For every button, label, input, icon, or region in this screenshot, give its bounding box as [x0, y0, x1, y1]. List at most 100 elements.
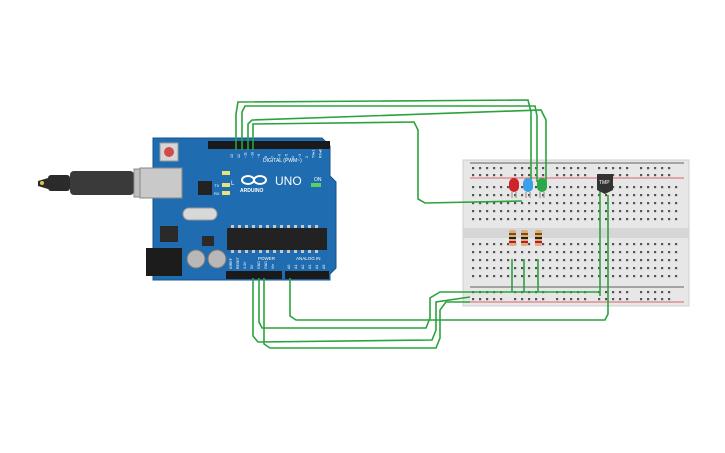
breadboard-hole[interactable] [591, 243, 594, 246]
breadboard-hole[interactable] [563, 194, 566, 197]
breadboard-hole[interactable] [584, 210, 587, 213]
wire-gnd-to-rail[interactable] [252, 278, 471, 343]
breadboard-hole[interactable] [654, 167, 657, 170]
breadboard-hole[interactable] [535, 259, 538, 262]
breadboard-hole[interactable] [612, 194, 615, 197]
breadboard-hole[interactable] [570, 210, 573, 213]
breadboard-hole[interactable] [507, 275, 510, 278]
breadboard-hole[interactable] [598, 218, 601, 221]
breadboard-hole[interactable] [612, 218, 615, 221]
breadboard-hole[interactable] [507, 218, 510, 221]
breadboard-hole[interactable] [654, 275, 657, 278]
breadboard-hole[interactable] [675, 243, 678, 246]
breadboard-hole[interactable] [626, 298, 629, 301]
breadboard-hole[interactable] [619, 251, 622, 254]
breadboard-hole[interactable] [647, 218, 650, 221]
breadboard-hole[interactable] [619, 298, 622, 301]
breadboard-hole[interactable] [577, 267, 580, 270]
breadboard-hole[interactable] [528, 243, 531, 246]
breadboard-hole[interactable] [514, 275, 517, 278]
breadboard-hole[interactable] [640, 259, 643, 262]
breadboard-hole[interactable] [577, 275, 580, 278]
breadboard-hole[interactable] [486, 186, 489, 189]
breadboard-hole[interactable] [591, 251, 594, 254]
breadboard-hole[interactable] [472, 174, 475, 177]
breadboard-hole[interactable] [668, 202, 671, 205]
breadboard-hole[interactable] [584, 298, 587, 301]
breadboard-hole[interactable] [619, 267, 622, 270]
breadboard-hole[interactable] [612, 243, 615, 246]
breadboard-hole[interactable] [507, 186, 510, 189]
breadboard-hole[interactable] [584, 251, 587, 254]
breadboard-hole[interactable] [661, 194, 664, 197]
breadboard-hole[interactable] [605, 298, 608, 301]
breadboard-hole[interactable] [556, 202, 559, 205]
breadboard-hole[interactable] [633, 210, 636, 213]
breadboard-hole[interactable] [493, 298, 496, 301]
breadboard-hole[interactable] [570, 218, 573, 221]
breadboard-hole[interactable] [591, 259, 594, 262]
breadboard-hole[interactable] [584, 275, 587, 278]
breadboard-hole[interactable] [563, 275, 566, 278]
breadboard-hole[interactable] [521, 275, 524, 278]
breadboard-hole[interactable] [612, 275, 615, 278]
breadboard-hole[interactable] [556, 275, 559, 278]
breadboard-hole[interactable] [500, 186, 503, 189]
breadboard-hole[interactable] [661, 291, 664, 294]
breadboard-hole[interactable] [584, 174, 587, 177]
breadboard-hole[interactable] [640, 194, 643, 197]
breadboard-hole[interactable] [563, 186, 566, 189]
breadboard-hole[interactable] [563, 218, 566, 221]
breadboard-hole[interactable] [605, 259, 608, 262]
breadboard-hole[interactable] [500, 267, 503, 270]
breadboard-hole[interactable] [675, 251, 678, 254]
breadboard-hole[interactable] [563, 202, 566, 205]
breadboard-hole[interactable] [479, 251, 482, 254]
breadboard-hole[interactable] [626, 167, 629, 170]
breadboard-hole[interactable] [542, 210, 545, 213]
breadboard-hole[interactable] [563, 259, 566, 262]
resistor-3[interactable] [535, 230, 542, 246]
breadboard-hole[interactable] [605, 291, 608, 294]
breadboard-hole[interactable] [535, 210, 538, 213]
breadboard-hole[interactable] [549, 186, 552, 189]
breadboard-hole[interactable] [521, 194, 524, 197]
breadboard-hole[interactable] [640, 167, 643, 170]
breadboard-hole[interactable] [654, 291, 657, 294]
breadboard-hole[interactable] [521, 174, 524, 177]
breadboard-hole[interactable] [507, 202, 510, 205]
breadboard-hole[interactable] [542, 267, 545, 270]
breadboard-hole[interactable] [577, 174, 580, 177]
breadboard-hole[interactable] [675, 194, 678, 197]
breadboard-hole[interactable] [640, 218, 643, 221]
breadboard-hole[interactable] [633, 251, 636, 254]
breadboard-hole[interactable] [521, 259, 524, 262]
breadboard-hole[interactable] [549, 259, 552, 262]
breadboard-hole[interactable] [556, 251, 559, 254]
breadboard-hole[interactable] [668, 210, 671, 213]
breadboard-hole[interactable] [500, 243, 503, 246]
breadboard-hole[interactable] [661, 251, 664, 254]
breadboard-hole[interactable] [577, 298, 580, 301]
breadboard-hole[interactable] [493, 251, 496, 254]
breadboard-hole[interactable] [640, 243, 643, 246]
breadboard-hole[interactable] [661, 267, 664, 270]
breadboard-hole[interactable] [668, 298, 671, 301]
breadboard-hole[interactable] [598, 167, 601, 170]
breadboard-hole[interactable] [598, 243, 601, 246]
breadboard-hole[interactable] [633, 194, 636, 197]
breadboard-hole[interactable] [493, 202, 496, 205]
breadboard-hole[interactable] [570, 202, 573, 205]
led-red[interactable] [509, 178, 519, 198]
breadboard-hole[interactable] [549, 275, 552, 278]
breadboard-hole[interactable] [626, 218, 629, 221]
breadboard-hole[interactable] [661, 202, 664, 205]
breadboard-hole[interactable] [668, 186, 671, 189]
breadboard-hole[interactable] [584, 167, 587, 170]
breadboard-hole[interactable] [542, 243, 545, 246]
breadboard-hole[interactable] [647, 275, 650, 278]
breadboard-hole[interactable] [633, 243, 636, 246]
breadboard-hole[interactable] [591, 218, 594, 221]
breadboard-hole[interactable] [598, 275, 601, 278]
breadboard-hole[interactable] [626, 194, 629, 197]
